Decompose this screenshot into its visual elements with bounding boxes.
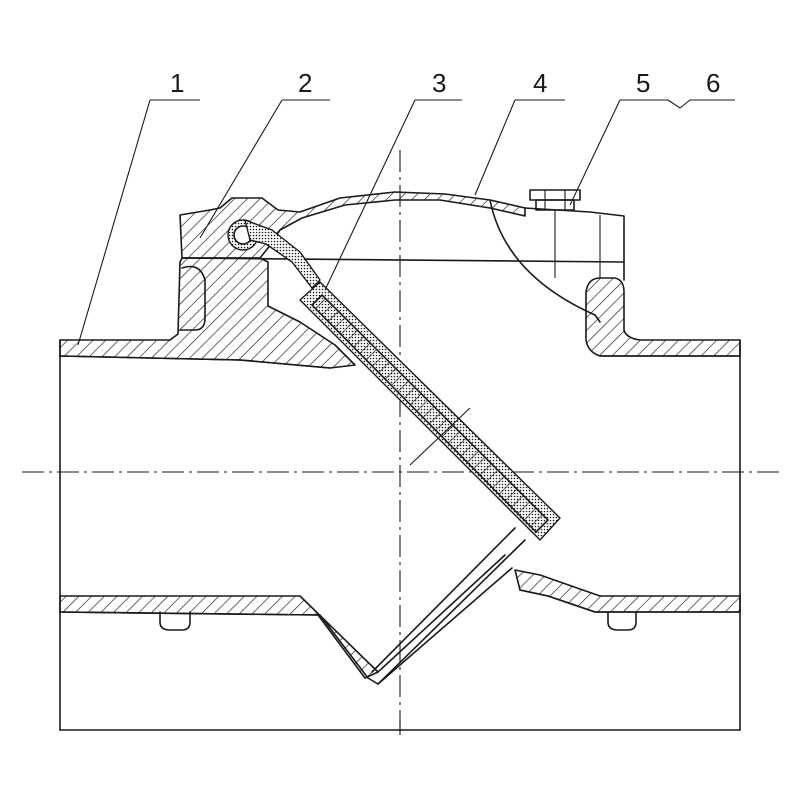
callout-6: 6	[706, 68, 720, 98]
callout-5: 5	[636, 68, 650, 98]
disc-assembly	[227, 219, 561, 685]
cover-bolt	[529, 189, 581, 211]
callout-leaders	[77, 99, 735, 346]
callout-3: 3	[432, 68, 446, 98]
callout-1: 1	[170, 68, 184, 98]
callout-4: 4	[533, 68, 547, 98]
callout-2: 2	[298, 68, 312, 98]
